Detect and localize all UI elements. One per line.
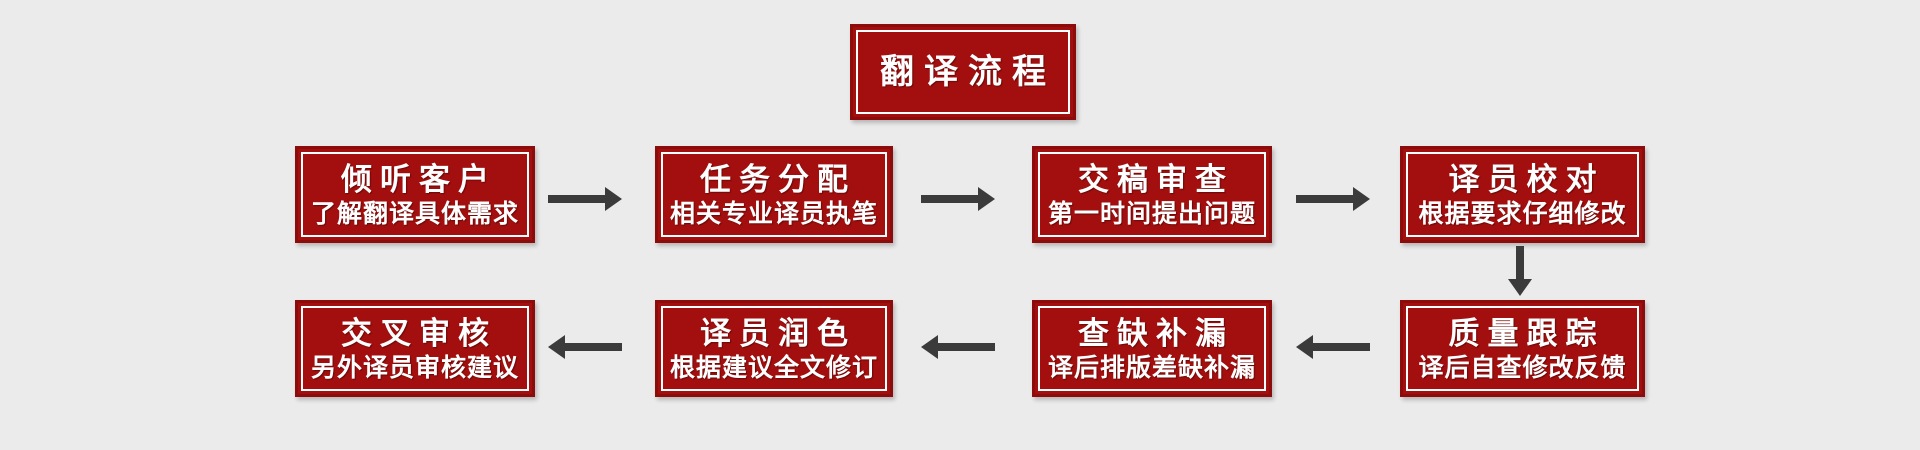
step-subtitle: 相关专业译员执笔 — [669, 199, 878, 228]
arrow-left-icon — [921, 335, 995, 359]
step-subtitle: 另外译员审核建议 — [310, 353, 519, 382]
step-title: 倾听客户 — [341, 161, 497, 197]
arrow-right-icon — [548, 187, 622, 211]
step-box-fill-gaps: 查缺补漏 译后排版差缺补漏 — [1032, 300, 1272, 397]
flowchart-title-inner: 翻译流程 — [856, 30, 1070, 114]
step-title: 译员润色 — [700, 315, 856, 351]
step-title: 交叉审核 — [341, 315, 497, 351]
step-title: 译员校对 — [1448, 161, 1605, 197]
arrow-left-icon — [1296, 335, 1370, 359]
step-box-draft-review: 交稿审查 第一时间提出问题 — [1032, 146, 1272, 243]
step-subtitle: 译后排版差缺补漏 — [1047, 353, 1256, 382]
step-subtitle: 了解翻译具体需求 — [310, 199, 519, 228]
step-subtitle: 第一时间提出问题 — [1047, 199, 1256, 228]
arrow-right-icon — [921, 187, 995, 211]
step-subtitle: 根据建议全文修订 — [669, 353, 878, 382]
flowchart-title-box: 翻译流程 — [850, 24, 1076, 120]
step-box-translator-proofread: 译员校对 根据要求仔细修改 — [1400, 146, 1645, 243]
step-box-listen-to-client: 倾听客户 了解翻译具体需求 — [295, 146, 535, 243]
step-box-cross-review: 交叉审核 另外译员审核建议 — [295, 300, 535, 397]
arrow-right-icon — [1296, 187, 1370, 211]
step-subtitle: 译后自查修改反馈 — [1418, 353, 1627, 382]
flowchart-title: 翻译流程 — [880, 53, 1056, 91]
step-title: 交稿审查 — [1078, 161, 1234, 197]
step-title: 质量跟踪 — [1448, 315, 1605, 351]
step-box-translator-polish: 译员润色 根据建议全文修订 — [655, 300, 893, 397]
step-box-quality-tracking: 质量跟踪 译后自查修改反馈 — [1400, 300, 1645, 397]
arrow-left-icon — [548, 335, 622, 359]
arrow-down-icon — [1508, 246, 1532, 296]
step-title: 查缺补漏 — [1078, 315, 1234, 351]
step-title: 任务分配 — [700, 161, 856, 197]
step-box-task-assignment: 任务分配 相关专业译员执笔 — [655, 146, 893, 243]
step-subtitle: 根据要求仔细修改 — [1418, 199, 1627, 228]
